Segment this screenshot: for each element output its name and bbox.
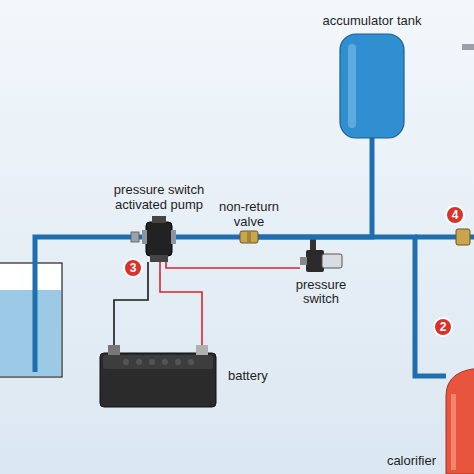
non-return-valve-shape — [240, 231, 258, 243]
switch-body — [306, 250, 324, 272]
callout-number: 3 — [123, 258, 143, 278]
pump-body — [146, 222, 172, 256]
callout-number: 4 — [445, 205, 465, 225]
pump-shape — [142, 216, 176, 262]
tank-body — [340, 34, 404, 138]
water-tank — [0, 263, 62, 377]
battery-terminal — [196, 345, 208, 355]
cell-cap — [175, 359, 181, 365]
water-pipe — [258, 138, 372, 237]
cell-cap — [162, 359, 168, 365]
power-wire — [160, 262, 202, 345]
intake-pipe — [35, 237, 142, 372]
callout-number: 2 — [433, 317, 453, 337]
water-pipe — [258, 237, 446, 376]
fitting-stub — [462, 44, 474, 50]
cell-cap — [123, 359, 129, 365]
part-label: battery — [228, 369, 268, 383]
cell-cap — [136, 359, 142, 365]
part-label: pressure switch activated pump — [100, 183, 218, 212]
pressure-switch-shape — [300, 250, 342, 272]
battery: battery — [100, 345, 216, 407]
pump-base — [150, 255, 168, 262]
battery-lid — [103, 355, 213, 369]
switch-terminal — [300, 257, 307, 265]
calorifier-vessel — [446, 368, 474, 474]
battery-terminal — [108, 345, 120, 355]
pipe-fitting — [456, 229, 470, 245]
part-label: accumulator tank — [323, 14, 422, 28]
pump-port — [142, 230, 147, 244]
pipe-union — [131, 232, 139, 242]
vessel-highlight — [451, 394, 456, 470]
pump-cap — [152, 216, 166, 223]
switch-stem — [310, 239, 316, 251]
calorifier-shape — [446, 368, 474, 474]
cell-cap — [149, 359, 155, 365]
accumulator-tank-shape — [340, 34, 404, 138]
pump-port — [171, 230, 176, 244]
valve-band — [247, 232, 251, 242]
water-pipe — [176, 235, 240, 240]
pressure-switch: pressure switch — [300, 250, 342, 272]
valve-body — [240, 231, 258, 243]
pump: pressure switch activated pump — [142, 216, 176, 262]
power-wire — [166, 262, 300, 268]
accumulator-tank: accumulator tank — [340, 34, 404, 138]
battery-case — [100, 353, 216, 407]
battery-shape — [100, 345, 216, 407]
part-label: calorifier — [387, 454, 436, 468]
calorifier: calorifier — [446, 368, 474, 474]
part-label: pressure switch — [286, 278, 356, 307]
non-return-valve: non-return valve — [240, 231, 258, 243]
tank-highlight — [348, 44, 356, 128]
part-label: non-return valve — [209, 200, 289, 229]
cell-cap — [188, 359, 194, 365]
water — [0, 290, 61, 376]
switch-housing — [322, 254, 342, 268]
